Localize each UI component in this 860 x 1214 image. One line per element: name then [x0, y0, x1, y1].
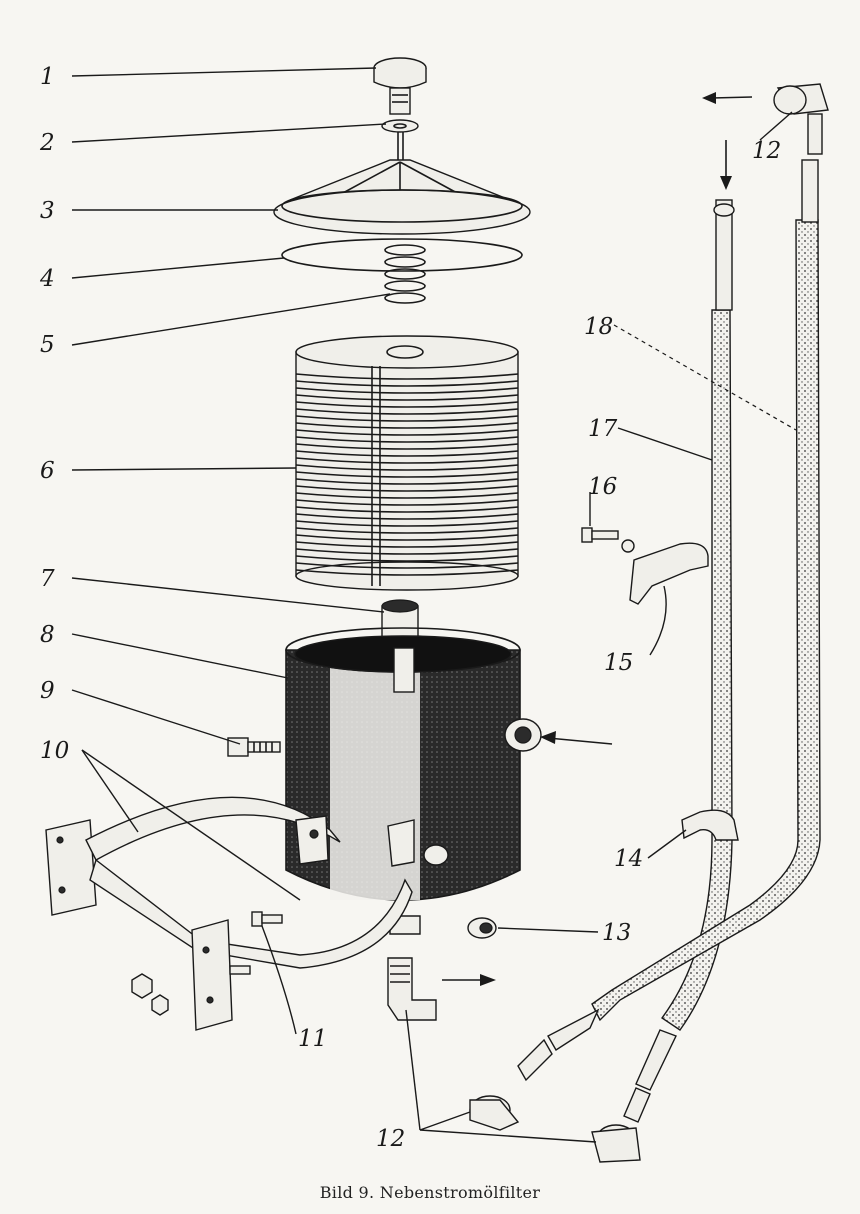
part-label-5: 5 [40, 332, 55, 358]
flow-arrow-top-icon [702, 92, 753, 104]
part-label-8: 8 [40, 622, 55, 648]
spring-part [384, 244, 426, 304]
part-label-1: 1 [40, 64, 55, 90]
part-label-18: 18 [584, 314, 613, 340]
cartridge-rib [295, 443, 519, 450]
filter-cartridge-part [295, 335, 519, 591]
mounting-bolt-part [227, 737, 281, 757]
cartridge-rib [295, 548, 519, 555]
part-label-4: 4 [39, 266, 55, 292]
cartridge-rib [295, 387, 519, 394]
clamp-band-part [45, 796, 415, 1031]
filter-cover-part [273, 159, 531, 235]
cartridge-rib [295, 478, 519, 485]
cartridge-rib [295, 450, 519, 457]
leader-lines [71, 67, 797, 1143]
cartridge-rib [295, 534, 519, 541]
cartridge-rib [295, 408, 519, 415]
cartridge-rib [295, 429, 519, 436]
part-label-2: 2 [39, 130, 55, 156]
part-label-6: 6 [40, 458, 55, 484]
flow-arrow-in-icon [540, 731, 613, 745]
part-label-9: 9 [40, 678, 55, 704]
cartridge-rib [295, 555, 519, 562]
cartridge-rib [295, 422, 519, 429]
cartridge-rib [295, 436, 519, 443]
figure-caption: Bild 9. Nebenstromölfilter [319, 1183, 541, 1202]
part-label-7: 7 [40, 566, 55, 592]
clamp-screw-part [251, 911, 283, 927]
elbow-fitting-part [387, 83, 829, 1163]
cartridge-rib [295, 541, 519, 548]
cartridge-rib [295, 373, 519, 380]
cartridge-rib [295, 415, 519, 422]
flow-arrow-down-icon [720, 140, 732, 190]
cartridge-rib [295, 464, 519, 471]
part-label-10: 10 [40, 738, 69, 764]
bracket-bolt-part [581, 527, 635, 553]
part-label-14: 14 [614, 846, 643, 872]
cartridge-rib [295, 520, 519, 527]
part-label-17: 17 [588, 416, 618, 442]
part-label-15: 15 [604, 650, 633, 676]
part-label-16: 16 [588, 474, 617, 500]
part-label-11: 11 [298, 1026, 327, 1052]
cartridge-rib [295, 499, 519, 506]
flow-arrow-out-icon [442, 974, 496, 986]
oil-hose-part [517, 159, 821, 1123]
drain-plug-part [467, 917, 497, 939]
cartridge-rib [295, 492, 519, 499]
part-label-12-bottom: 12 [376, 1126, 405, 1152]
cartridge-rib [295, 380, 519, 387]
cartridge-rib [295, 562, 519, 569]
cartridge-rib [295, 401, 519, 408]
washer-part [381, 119, 419, 160]
cartridge-rib [295, 394, 519, 401]
hose-clip-part [681, 809, 739, 841]
cartridge-rib [295, 527, 519, 534]
gasket-ring-part [281, 238, 523, 272]
part-label-13: 13 [602, 920, 631, 946]
hose-bracket-part [629, 542, 709, 605]
cartridge-rib [295, 485, 519, 492]
cartridge-rib [295, 457, 519, 464]
cartridge-rib [295, 513, 519, 520]
filter-housing-part [285, 627, 542, 935]
cartridge-rib [295, 471, 519, 478]
part-label-3: 3 [40, 198, 55, 224]
cartridge-rib [295, 569, 519, 576]
cartridge-rib [295, 506, 519, 513]
part-label-12-top: 12 [752, 138, 781, 164]
cap-nut-part [373, 57, 427, 115]
